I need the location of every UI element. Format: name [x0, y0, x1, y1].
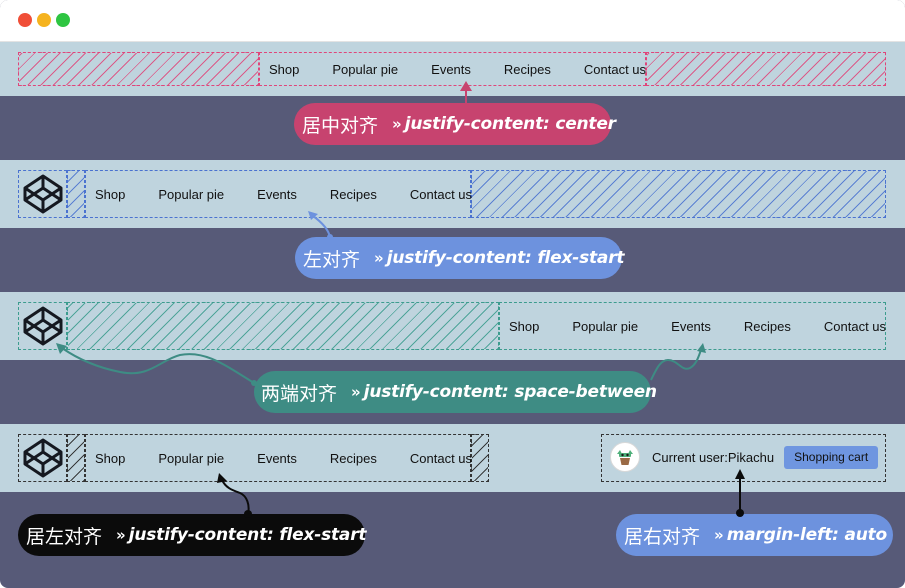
label-cn: 左对齐 [303, 248, 361, 271]
maximize-window-button[interactable] [56, 13, 70, 27]
label-code: justify-content: center [404, 114, 616, 134]
gap-space [67, 434, 85, 482]
nav-container [259, 52, 646, 86]
label-code: justify-content: flex-start [128, 525, 367, 545]
shopping-cart-button[interactable]: Shopping cart [784, 445, 879, 469]
codepen-logo-icon[interactable] [21, 172, 65, 216]
nav-container [85, 434, 471, 482]
nav-item-popular-pie[interactable]: Popular pie [158, 450, 225, 466]
nav-item-contact-us[interactable]: Contact us [409, 450, 473, 466]
nav-item-recipes[interactable]: Recipes [329, 450, 377, 466]
free-space-right [646, 52, 886, 86]
free-space-right [471, 170, 886, 218]
user-area: Current user:Pikachu Shopping cart [610, 442, 879, 472]
nav-item-popular-pie[interactable]: Popular pie [332, 61, 399, 77]
nav-item-shop[interactable]: Shop [95, 450, 126, 466]
label-space-between: 两端对齐 » justify-content: space-between [254, 371, 657, 413]
label-left-flex-start: 居左对齐 » justify-content: flex-start [18, 514, 367, 556]
label-code: justify-content: flex-start [386, 248, 625, 268]
demo-row-flex-start: Shop Popular pie Events Recipes Contact … [0, 160, 905, 228]
label-arrow: » [374, 249, 384, 267]
label-justify-center: 居中对齐 » justify-content: center [294, 103, 616, 145]
nav-item-shop[interactable]: Shop [95, 186, 126, 202]
label-cn: 居中对齐 [302, 114, 379, 137]
gap-space [67, 170, 85, 218]
nav-bar: Shop Popular pie Events Recipes Contact … [509, 302, 886, 350]
nav-container [499, 302, 886, 350]
nav-bar: Shop Popular pie Events Recipes Contact … [95, 170, 472, 218]
label-cn: 居右对齐 [624, 525, 701, 548]
demo-row-margin-auto: Shop Popular pie Events Recipes Contact … [0, 424, 905, 492]
nav-item-events[interactable]: Events [257, 450, 297, 466]
user-container [601, 434, 886, 482]
label-flex-start: 左对齐 » justify-content: flex-start [295, 237, 625, 279]
minimize-window-button[interactable] [37, 13, 51, 27]
nav-item-contact-us[interactable]: Contact us [409, 186, 473, 202]
demo-row-space-between: Shop Popular pie Events Recipes Contact … [0, 292, 905, 360]
label-code: margin-left: auto [726, 525, 888, 545]
title-bar [0, 0, 905, 42]
nav-item-events[interactable]: Events [431, 61, 471, 77]
logo-container [18, 170, 67, 218]
nav-item-contact-us[interactable]: Contact us [823, 318, 887, 334]
logo-container [18, 302, 67, 350]
label-margin-left-auto: 居右对齐 » margin-left: auto [616, 514, 893, 556]
nav-item-shop[interactable]: Shop [269, 61, 300, 77]
nav-item-recipes[interactable]: Recipes [329, 186, 377, 202]
label-cn: 居左对齐 [26, 525, 103, 548]
gap-space [471, 434, 489, 482]
nav-item-events[interactable]: Events [671, 318, 711, 334]
label-arrow: » [116, 526, 126, 544]
label-arrow: » [351, 383, 361, 401]
nav-item-recipes[interactable]: Recipes [743, 318, 791, 334]
nav-item-popular-pie[interactable]: Popular pie [572, 318, 639, 334]
nav-bar: Shop Popular pie Events Recipes Contact … [269, 52, 646, 86]
free-space-middle [67, 302, 499, 350]
label-arrow: » [714, 526, 724, 544]
current-user-text: Current user:Pikachu [652, 449, 775, 465]
label-cn: 两端对齐 [261, 382, 338, 405]
nav-item-popular-pie[interactable]: Popular pie [158, 186, 225, 202]
pikachu-avatar-icon[interactable] [610, 442, 640, 472]
label-code: justify-content: space-between [363, 382, 657, 402]
codepen-logo-icon[interactable] [21, 304, 65, 348]
demo-row-center: Shop Popular pie Events Recipes Contact … [0, 42, 905, 96]
free-space-left [18, 52, 259, 86]
nav-item-events[interactable]: Events [257, 186, 297, 202]
nav-bar: Shop Popular pie Events Recipes Contact … [95, 434, 472, 482]
nav-item-contact-us[interactable]: Contact us [583, 61, 647, 77]
close-window-button[interactable] [18, 13, 32, 27]
nav-item-shop[interactable]: Shop [509, 318, 540, 334]
label-arrow: » [392, 115, 402, 133]
nav-container [85, 170, 471, 218]
logo-container [18, 434, 67, 482]
nav-item-recipes[interactable]: Recipes [503, 61, 551, 77]
codepen-logo-icon[interactable] [21, 436, 65, 480]
